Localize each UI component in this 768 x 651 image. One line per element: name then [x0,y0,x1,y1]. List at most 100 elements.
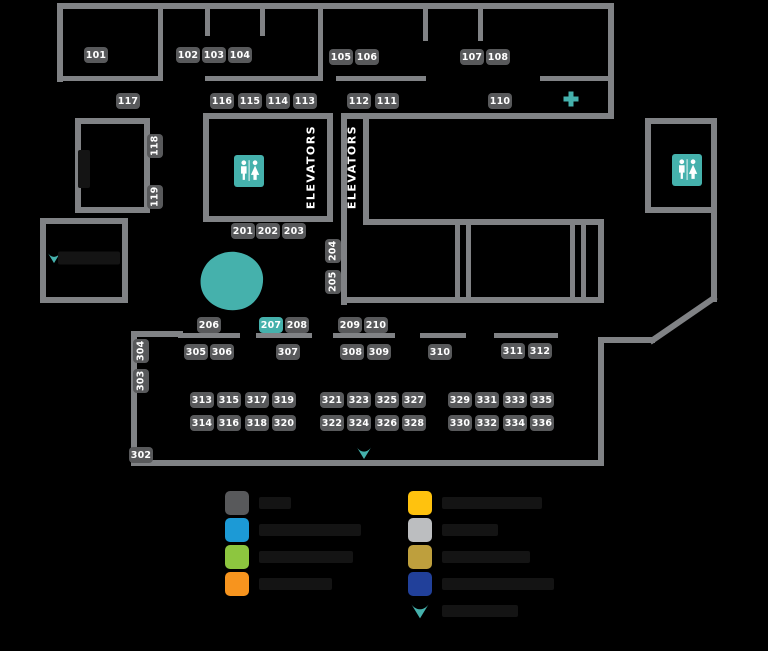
legend-marker-icon [408,599,432,623]
redacted-text [58,251,120,265]
room-label-106: 106 [355,49,379,65]
room-label-316: 316 [217,415,241,431]
legend-item [408,599,554,623]
legend-item [225,491,361,515]
room-label-206: 206 [197,317,221,333]
room-label-104: 104 [228,47,252,63]
wall-segment [540,76,614,81]
room-label-313: 313 [190,392,214,408]
wall-segment [598,337,655,343]
legend-color-swatch [408,491,432,515]
legend-label-bar [442,497,542,509]
wall-segment [341,113,614,119]
wall-segment [57,3,614,9]
legend-label-bar [442,605,518,617]
wall-segment [711,118,717,213]
room-label-336: 336 [530,415,554,431]
wall-segment [260,3,265,36]
room-label-312: 312 [528,343,552,359]
location-marker-icon [48,253,60,264]
wall-segment [144,118,150,213]
wall-segment [455,219,460,303]
room-label-334: 334 [503,415,527,431]
room-label-202: 202 [256,223,280,239]
legend-item [408,572,554,596]
wall-segment [158,3,163,81]
legend-item [408,518,554,542]
wall-segment [318,3,323,81]
room-label-327: 327 [402,392,426,408]
room-label-102: 102 [176,47,200,63]
room-label-306: 306 [210,344,234,360]
room-label-101: 101 [84,47,108,63]
room-label-335: 335 [530,392,554,408]
legend-color-swatch [225,518,249,542]
room-label-114: 114 [266,93,290,109]
room-label-310: 310 [428,344,452,360]
wall-segment [122,218,128,303]
room-label-203: 203 [282,223,306,239]
wall-segment [608,3,614,119]
room-label-329: 329 [448,392,472,408]
room-label-118: 118 [147,134,163,158]
legend-color-swatch [408,545,432,569]
room-label-325: 325 [375,392,399,408]
room-label-308: 308 [340,344,364,360]
wall-segment [75,118,150,124]
room-label-303: 303 [133,369,149,393]
wall-segment [341,113,347,305]
wall-segment [363,219,604,225]
room-label-314: 314 [190,415,214,431]
room-label-209: 209 [338,317,362,333]
legend-color-swatch [225,545,249,569]
wall-segment [648,294,718,345]
legend-item [408,545,554,569]
legend-color-swatch [225,491,249,515]
wall-segment [581,219,586,303]
restrooms-icon [672,154,702,186]
legend-column-1 [225,491,361,599]
wall-segment [420,333,466,338]
wall-segment [40,218,128,224]
room-label-116: 116 [210,93,234,109]
room-label-112: 112 [347,93,371,109]
room-label-315: 315 [217,392,241,408]
wall-segment [598,337,604,466]
legend-label-bar [259,551,353,563]
room-label-207: 207 [259,317,283,333]
room-label-119: 119 [147,185,163,209]
wall-segment [478,3,483,41]
wall-segment [327,113,333,222]
room-label-204: 204 [325,239,341,263]
wall-segment [131,331,137,466]
legend-label-bar [442,551,530,563]
wall-segment [205,3,210,36]
legend-item [225,518,361,542]
legend-item [408,491,554,515]
legend-label-bar [259,578,332,590]
room-label-105: 105 [329,49,353,65]
room-label-321: 321 [320,392,344,408]
legend-label-bar [442,578,554,590]
wall-segment [40,297,128,303]
restrooms-icon-box [672,154,702,186]
legend-color-swatch [225,572,249,596]
first-aid-icon [563,91,579,107]
room-label-110: 110 [488,93,512,109]
wall-segment [205,76,323,81]
room-label-323: 323 [347,392,371,408]
wall-segment [333,333,395,338]
legend-color-swatch [408,518,432,542]
wall-segment [341,297,604,303]
restrooms-icon-box [234,155,264,187]
room-label-108: 108 [486,49,510,65]
room-label-332: 332 [475,415,499,431]
wall-segment [645,118,717,124]
room-label-309: 309 [367,344,391,360]
wall-segment [598,219,604,303]
room-label-305: 305 [184,344,208,360]
room-label-205: 205 [325,270,341,294]
room-label-304: 304 [133,339,149,363]
room-label-107: 107 [460,49,484,65]
